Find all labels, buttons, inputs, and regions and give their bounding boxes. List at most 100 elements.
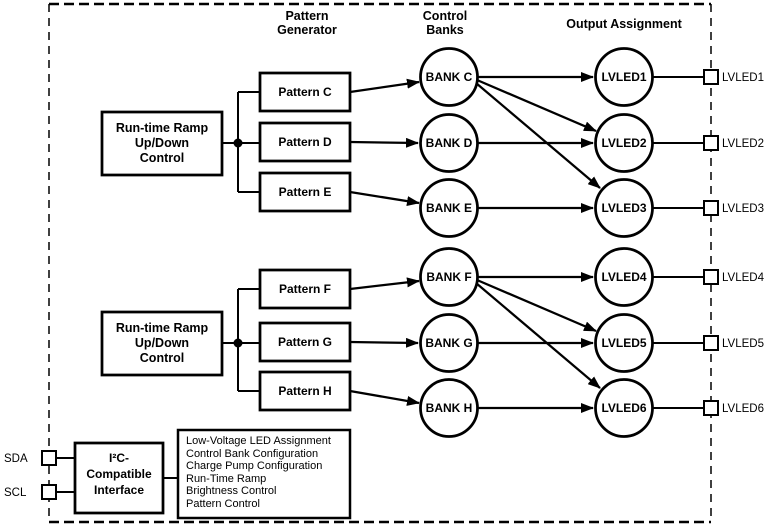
lvled4-circle — [594, 247, 654, 307]
lvled6-pin — [703, 400, 719, 416]
bank-g-circle — [419, 313, 479, 373]
i2c-label-line1: I²C- — [109, 451, 129, 465]
pattern-f-label: Pattern F — [279, 282, 331, 296]
pattern-e-box — [258, 171, 352, 213]
lvled2-pin — [703, 135, 719, 151]
ramp-top-label-line1: Run-time Ramp — [116, 121, 209, 135]
register-function-item: Charge Pump Configuration — [186, 460, 322, 472]
arrow-bankF-lvled6 — [475, 282, 601, 389]
lvled3-circle — [594, 178, 654, 238]
register-functions-box — [176, 428, 352, 520]
lvled1-pin — [703, 69, 719, 85]
chip-boundary-dashed-border — [48, 2, 712, 524]
arrow-patternD-bankD — [349, 137, 419, 148]
pattern-d-box — [258, 121, 352, 163]
i2c-label-line3: Interface — [94, 483, 144, 497]
ramp-control-top: Run-time Ramp Up/Down Control — [100, 110, 224, 177]
bank-e-circle — [419, 178, 479, 238]
lvled2-label: LVLED2 — [601, 136, 646, 150]
lvled1-pin-label: LVLED1 — [722, 72, 764, 84]
pattern-to-bank-arrows — [349, 78, 420, 406]
lvled2-pin-label: LVLED2 — [722, 138, 764, 150]
arrow-patternG-bankG — [349, 337, 419, 348]
lvled5-circle — [594, 313, 654, 373]
register-function-item: Brightness Control — [186, 485, 277, 497]
pattern-f-box — [258, 268, 352, 310]
pattern-h-label: Pattern H — [278, 384, 331, 398]
scl-pin — [41, 484, 57, 500]
ramp-to-pattern-wiring-bottom — [222, 288, 260, 392]
i2c-section: SDA SCL I²C- Compatible Interface — [4, 441, 178, 515]
lvled3-pin-label: LVLED3 — [722, 203, 764, 215]
register-functions: Low-Voltage LED Assignment Control Bank … — [176, 428, 352, 520]
pattern-g-label: Pattern G — [278, 335, 332, 349]
pattern-generator-boxes: Pattern C Pattern D Pattern E Pattern F … — [258, 71, 352, 412]
lvled4-pin — [703, 269, 719, 285]
ramp-control-box-bottom — [100, 310, 224, 377]
lvled4-pin-label: LVLED4 — [722, 272, 765, 284]
arrow-bankC-lvled2 — [476, 78, 597, 133]
pattern-h-box — [258, 370, 352, 412]
header-output-assignment: Output Assignment — [566, 17, 682, 31]
arrow-patternF-bankF — [349, 277, 420, 291]
i2c-label-line2: Compatible — [86, 467, 152, 481]
lvled1-circle — [594, 47, 654, 107]
bank-c-circle — [419, 47, 479, 107]
ramp-bottom-label-line1: Run-time Ramp — [116, 321, 209, 335]
arrow-bankF-lvled5 — [476, 278, 597, 333]
bank-d-circle — [419, 113, 479, 173]
junction-dot-bottom — [233, 338, 243, 348]
pattern-c-label: Pattern C — [278, 85, 332, 99]
lvled6-circle — [594, 378, 654, 438]
pattern-g-box — [258, 321, 352, 363]
ramp-top-label-line3: Control — [140, 151, 184, 165]
ramp-control-bottom: Run-time Ramp Up/Down Control — [100, 310, 224, 377]
i2c-interface-box — [73, 441, 165, 515]
bank-h-label: BANK H — [426, 401, 473, 415]
bank-c-label: BANK C — [426, 70, 473, 84]
register-function-item: Pattern Control — [186, 498, 260, 510]
bank-f-label: BANK F — [426, 270, 471, 284]
bank-f-circle — [419, 247, 479, 307]
lvled3-label: LVLED3 — [601, 201, 646, 215]
lvled5-label: LVLED5 — [601, 336, 646, 350]
ramp-bottom-label-line3: Control — [140, 351, 184, 365]
arrow-patternE-bankE — [349, 190, 420, 207]
scl-pin-label: SCL — [4, 487, 27, 499]
output-assignment-circles: LVLED1 LVLED2 LVLED3 LVLED4 LVLED5 LVLED… — [594, 47, 654, 438]
register-function-item: Control Bank Configuration — [186, 448, 318, 460]
pattern-d-label: Pattern D — [278, 135, 332, 149]
column-headers: Pattern Generator Control Banks Output A… — [277, 9, 682, 37]
sda-pin-label: SDA — [4, 453, 28, 465]
lvled2-circle — [594, 113, 654, 173]
ramp-top-label-line2: Up/Down — [135, 136, 189, 150]
lvled6-pin-label: LVLED6 — [722, 403, 764, 415]
header-pattern-generator-line2: Generator — [277, 23, 337, 37]
ramp-to-pattern-wiring-top — [222, 91, 260, 193]
header-control-banks-line2: Banks — [426, 23, 464, 37]
header-control-banks-line1: Control — [423, 9, 467, 23]
bank-h-circle — [419, 378, 479, 438]
bank-g-label: BANK G — [425, 336, 472, 350]
register-function-item: Run-Time Ramp — [186, 473, 266, 485]
lvled6-label: LVLED6 — [601, 401, 646, 415]
bank-to-led-arrows — [475, 72, 601, 413]
ramp-control-box-top — [100, 110, 224, 177]
ramp-bottom-label-line2: Up/Down — [135, 336, 189, 350]
lvled1-label: LVLED1 — [601, 70, 646, 84]
arrow-patternC-bankC — [349, 78, 420, 94]
lvled4-label: LVLED4 — [601, 270, 646, 284]
bank-e-label: BANK E — [426, 201, 472, 215]
pattern-c-box — [258, 71, 352, 113]
led-to-pin-wires — [652, 76, 704, 409]
sda-pin — [41, 450, 57, 466]
lvled3-pin — [703, 200, 719, 216]
arrow-patternH-bankH — [349, 389, 420, 406]
bank-d-label: BANK D — [426, 136, 473, 150]
lvled5-pin-label: LVLED5 — [722, 338, 764, 350]
header-pattern-generator-line1: Pattern — [285, 9, 328, 23]
lvled5-pin — [703, 335, 719, 351]
register-function-item: Low-Voltage LED Assignment — [186, 435, 331, 447]
